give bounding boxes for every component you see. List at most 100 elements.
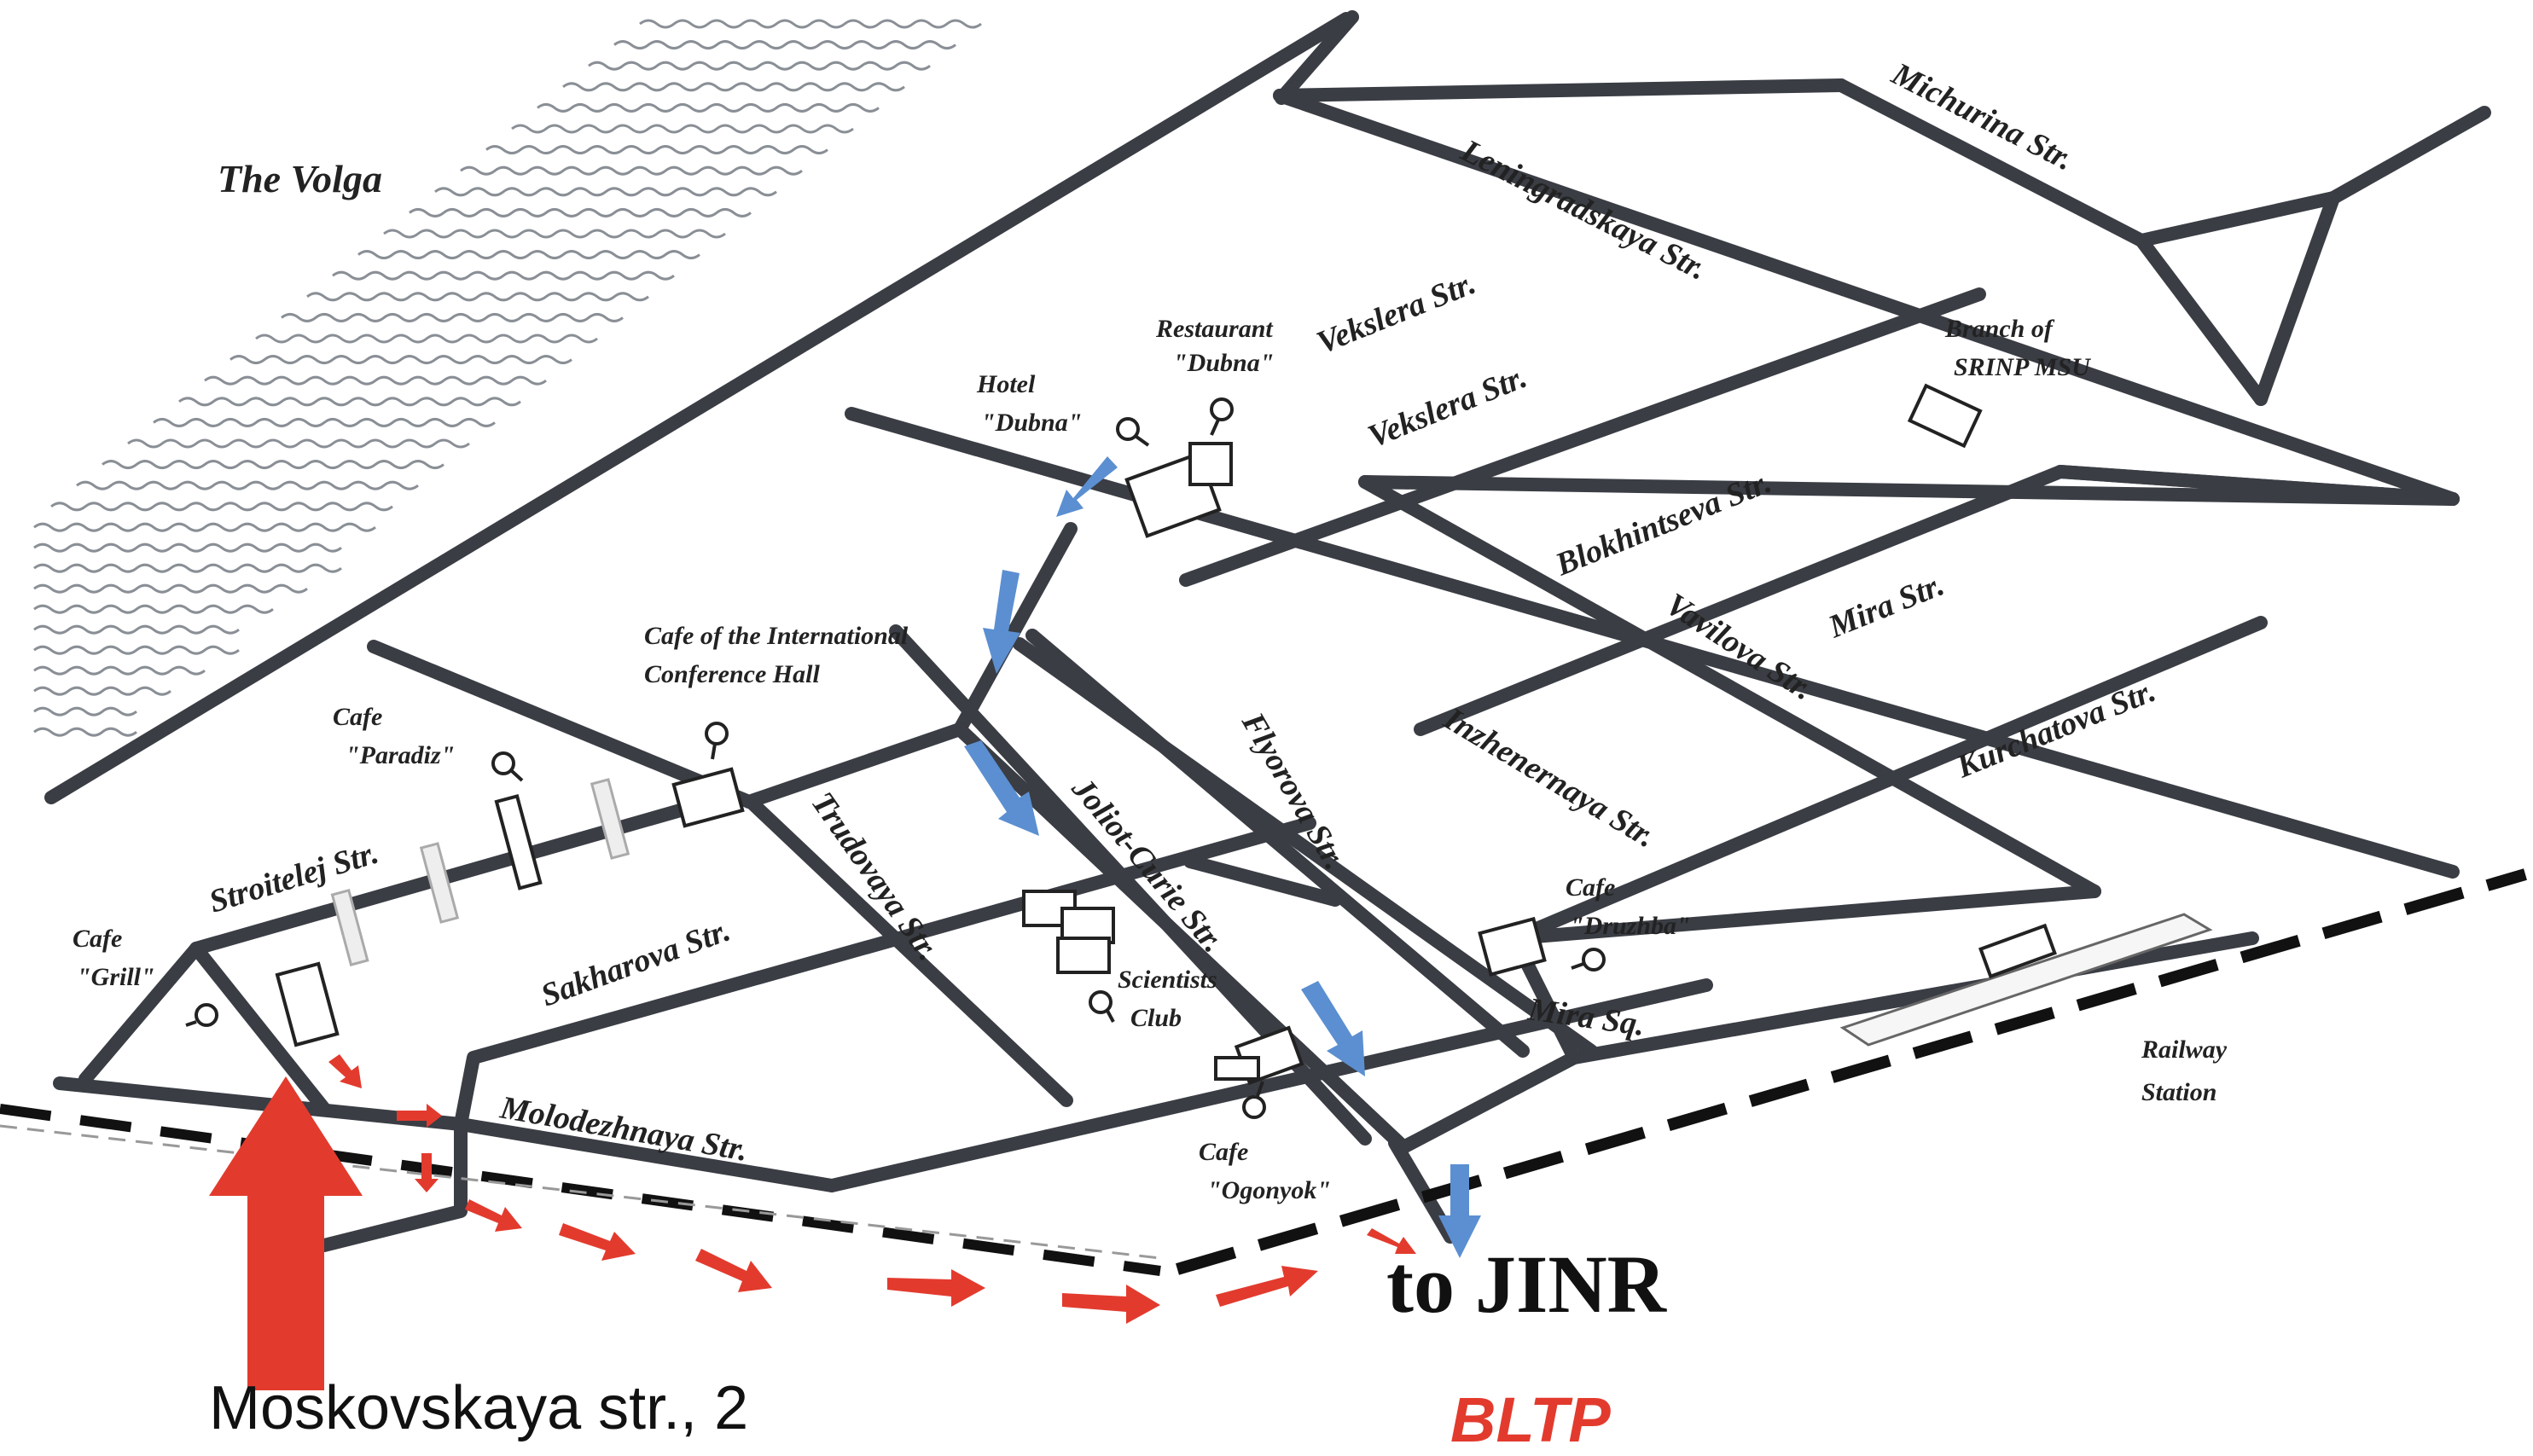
wave-line	[33, 645, 240, 655]
location-pin-icon	[1089, 990, 1115, 1023]
place-label: Conference Hall	[644, 660, 820, 688]
wave-line	[357, 250, 700, 260]
route-arrow-icon	[964, 740, 1039, 836]
wave-line	[460, 165, 803, 176]
route-arrow-icon	[1438, 1164, 1481, 1258]
place-label: Scientists	[1118, 966, 1217, 994]
wave-line	[76, 480, 419, 490]
wave-line	[33, 522, 376, 532]
wave-line	[33, 706, 137, 716]
route-arrow-icon	[1056, 456, 1118, 517]
wave-line	[204, 375, 547, 386]
driving-route	[209, 1054, 1416, 1390]
route-arrow-icon	[1062, 1285, 1160, 1324]
building-icon	[1214, 1025, 1304, 1086]
street-label: Inzhenernaya Str.	[1438, 700, 1662, 855]
place-label: "Paradiz"	[346, 741, 455, 769]
wave-line	[33, 624, 240, 635]
wave-line	[639, 19, 982, 29]
wave-line	[511, 124, 854, 134]
wave-line	[102, 460, 444, 470]
railway-icon	[1839, 913, 2213, 1047]
volga-river-waves	[33, 19, 982, 737]
street-label: Mira Str.	[1823, 566, 1949, 645]
location-pins	[185, 397, 1606, 1119]
wave-line	[485, 145, 828, 155]
building-icon	[1478, 916, 1547, 977]
destination-label: to JINR	[1386, 1238, 1666, 1330]
route-arrow-icon	[465, 1199, 522, 1232]
wave-line	[332, 270, 675, 281]
location-pin-icon	[1116, 417, 1150, 447]
building-icon	[1124, 442, 1233, 538]
route-arrow-icon	[1216, 1266, 1318, 1307]
place-label: Branch of	[1944, 315, 2055, 343]
route-arrow-icon	[209, 1076, 363, 1390]
location-pin-icon	[1571, 948, 1606, 972]
address-label: Moskovskaya str., 2	[209, 1374, 749, 1442]
place-label: "Grill"	[77, 963, 155, 991]
building-icon	[1907, 383, 1983, 449]
street-label: Leningradskaya Str.	[1455, 132, 1712, 287]
wave-line	[178, 397, 521, 407]
wave-line	[33, 665, 206, 676]
route-arrow-icon	[695, 1249, 772, 1292]
wave-line	[409, 207, 752, 218]
building-icon	[330, 778, 630, 966]
wave-line	[613, 40, 956, 50]
route-arrow-icon	[887, 1269, 985, 1307]
building-icon	[1022, 890, 1115, 974]
wave-line	[562, 82, 905, 92]
wave-line	[588, 61, 931, 71]
place-label: "Dubna"	[1173, 349, 1274, 377]
buildings	[275, 383, 1983, 1086]
place-label: "Druzhba"	[1570, 912, 1691, 940]
walking-route	[964, 456, 1481, 1258]
wave-line	[33, 686, 171, 696]
wave-line	[33, 563, 342, 573]
location-pin-icon	[185, 1003, 218, 1027]
wave-line	[306, 292, 649, 302]
place-labels: Restaurant "Dubna" Hotel "Dubna" Branch …	[73, 315, 2228, 1204]
street-label: Vekslera Str.	[1363, 359, 1532, 455]
location-pin-icon	[491, 751, 524, 782]
building-icon	[275, 961, 340, 1047]
place-label: Restaurant	[1155, 315, 1274, 343]
wave-line	[127, 438, 470, 449]
wave-line	[33, 583, 308, 594]
place-label: "Dubna"	[981, 409, 1082, 437]
wave-line	[537, 102, 880, 113]
railway-line	[0, 868, 2527, 1276]
street-label: Vekslera Str.	[1312, 265, 1481, 362]
wave-line	[255, 334, 598, 344]
building-icon	[671, 767, 745, 828]
place-label: Cafe	[73, 925, 122, 953]
street-network	[44, 10, 2491, 1252]
route-arrow-icon	[328, 1054, 362, 1088]
location-pin-icon	[1210, 397, 1234, 436]
place-label: Hotel	[976, 370, 1036, 398]
place-label: Cafe of the International	[644, 622, 909, 650]
wave-line	[229, 355, 572, 365]
location-pin-icon	[1242, 1081, 1266, 1119]
wave-line	[383, 229, 726, 239]
institute-label: BLTP	[1450, 1384, 1611, 1455]
wave-line	[434, 187, 777, 197]
street-label: Kurchatova Str.	[1951, 673, 2161, 786]
route-arrow-icon	[397, 1104, 442, 1128]
wave-line	[281, 312, 624, 322]
route-arrow-icon	[559, 1223, 636, 1261]
wave-line	[50, 502, 393, 512]
location-pin-icon	[705, 722, 729, 760]
wave-line	[33, 604, 274, 614]
place-label: Cafe	[1199, 1138, 1248, 1166]
wave-line	[33, 542, 342, 553]
place-label: Cafe	[333, 703, 382, 731]
route-arrow-icon	[415, 1153, 439, 1192]
route-arrow-icon	[983, 570, 1020, 674]
place-label: "Ogonyok"	[1207, 1176, 1331, 1204]
route-arrow-icon	[1367, 1228, 1416, 1254]
place-label: Station	[2141, 1078, 2216, 1106]
place-label: Club	[1130, 1004, 1182, 1032]
